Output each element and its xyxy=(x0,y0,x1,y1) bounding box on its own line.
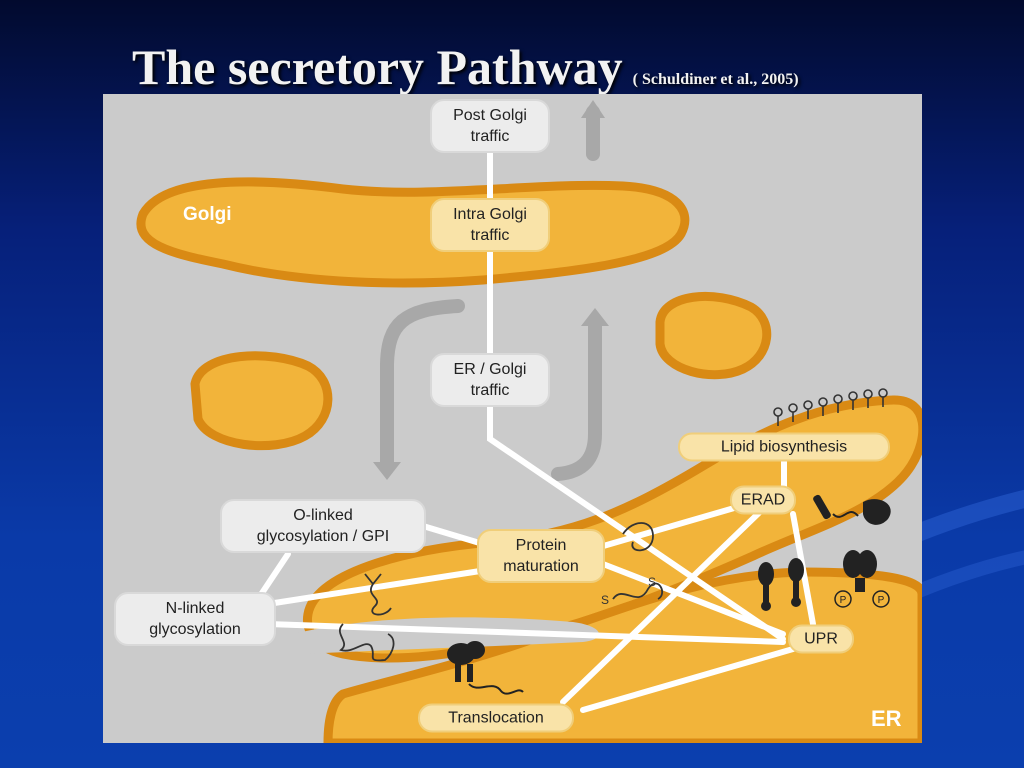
phosphate-label-1: P xyxy=(840,595,847,606)
phosphate-label-2: P xyxy=(878,595,885,606)
node-n-linked-glycosylation: N-linked glycosylation xyxy=(114,592,276,646)
node-o-linked-glycosylation: O-linked glycosylation / GPI xyxy=(220,499,426,553)
traffic-arrows xyxy=(380,105,602,481)
node-translocation: Translocation xyxy=(418,703,574,733)
vesicle-left xyxy=(190,351,333,451)
er-label: ER xyxy=(871,706,902,731)
arrow-up-right xyxy=(551,315,602,481)
erad-channel-icon xyxy=(813,494,891,525)
n-glycan-chain-icon xyxy=(338,623,395,662)
disulfide-label-2: S xyxy=(601,593,609,607)
disulfide-chain-icon xyxy=(612,582,663,600)
line-erad-to-translocation xyxy=(560,506,766,705)
upr-sensor-icons xyxy=(758,550,877,611)
disulfide-label-1: S xyxy=(648,575,656,589)
citation: ( Schuldiner et al., 2005) xyxy=(632,71,799,88)
arrowhead-down-left xyxy=(373,462,401,480)
translocon-icon xyxy=(447,641,524,695)
folding-protein-icon xyxy=(622,522,654,552)
unfolded-protein-icons xyxy=(338,522,663,662)
line-nlinked-to-upr xyxy=(265,621,786,645)
secretory-pathway-diagram: P P S S Golgi ER Post Golgi traffic Intr… xyxy=(103,94,922,743)
node-erad: ERAD xyxy=(730,485,796,515)
vesicle-right xyxy=(655,291,772,380)
arrowhead-up-top xyxy=(581,100,605,118)
node-upr: UPR xyxy=(788,624,854,654)
node-er-golgi-traffic: ER / Golgi traffic xyxy=(430,353,550,407)
line-er-golgi-to-upr xyxy=(487,391,786,642)
slide-title-text: The secretory Pathway xyxy=(132,39,623,95)
arrowhead-up-right xyxy=(581,308,609,326)
line-maturation-to-upr xyxy=(600,561,786,637)
line-olinked-to-nlinked xyxy=(255,551,291,602)
slide-title: The secretory Pathway ( Schuldiner et al.… xyxy=(132,38,799,109)
line-erad-to-maturation xyxy=(590,501,751,552)
golgi-label: Golgi xyxy=(183,204,232,225)
node-intra-golgi-traffic: Intra Golgi traffic xyxy=(430,198,550,252)
arrow-down-left xyxy=(380,299,465,473)
node-post-golgi-traffic: Post Golgi traffic xyxy=(430,99,550,153)
phosphate-icons: P P xyxy=(834,590,890,608)
node-protein-maturation: Protein maturation xyxy=(477,529,605,583)
er-organelle-lower xyxy=(323,567,922,743)
node-lipid-biosynthesis: Lipid biosynthesis xyxy=(678,432,890,462)
lipid-molecule-icons xyxy=(773,388,888,426)
line-translocation-to-upr xyxy=(580,646,796,713)
golgi-organelle xyxy=(136,177,690,288)
glycan-tree-icon xyxy=(364,573,392,616)
line-nlinked-to-maturation xyxy=(265,566,496,607)
